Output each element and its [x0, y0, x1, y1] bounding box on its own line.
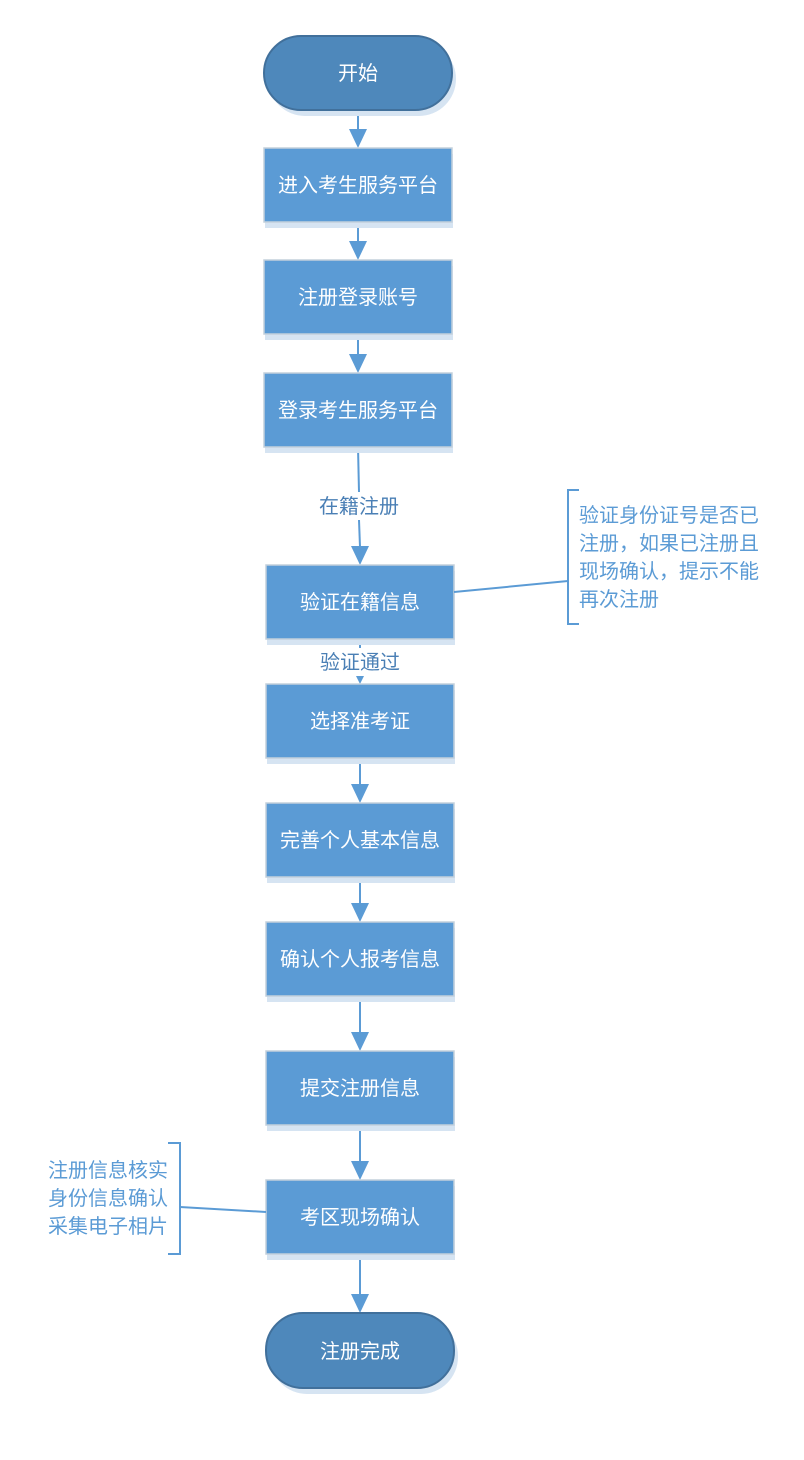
process-step: 提交注册信息: [265, 1050, 455, 1131]
process-step-label: 选择准考证: [310, 709, 410, 733]
process-step-label: 确认个人报考信息: [280, 947, 440, 971]
process-step-label: 注册登录账号: [298, 285, 418, 309]
verify-note-line: 验证身份证号是否已: [579, 503, 759, 527]
verify-note-line: 再次注册: [579, 587, 659, 611]
verify-note-line: 现场确认，提示不能: [579, 559, 759, 583]
process-step-label: 完善个人基本信息: [280, 828, 440, 852]
process-step-label: 登录考生服务平台: [278, 398, 438, 422]
process-step-label: 验证在籍信息: [300, 590, 420, 614]
onsite-note: [168, 1142, 267, 1255]
process-step-label: 考区现场确认: [300, 1205, 420, 1229]
process-step: 登录考生服务平台: [263, 372, 453, 453]
process-step: 注册登录账号: [263, 259, 453, 340]
edge-label-enrolled: 在籍注册: [319, 494, 399, 518]
process-step: 选择准考证: [265, 683, 455, 764]
start-label: 开始: [338, 61, 378, 85]
onsite-note-line: 注册信息核实: [48, 1158, 168, 1182]
arrow: [358, 519, 361, 548]
edge-label-verified: 验证通过: [320, 650, 400, 674]
end-label: 注册完成: [320, 1339, 400, 1363]
process-step: 进入考生服务平台: [263, 147, 453, 228]
process-step-label: 提交注册信息: [300, 1076, 420, 1100]
onsite-note-line: 采集电子相片: [48, 1214, 168, 1238]
process-step: 验证在籍信息: [265, 564, 455, 645]
end-terminal: 注册完成: [265, 1312, 458, 1394]
verify-note: [453, 489, 579, 625]
arrow: [357, 446, 360, 493]
process-step: 完善个人基本信息: [265, 802, 455, 883]
verify-note-line: 注册，如果已注册且: [579, 531, 759, 555]
process-step: 考区现场确认: [265, 1179, 455, 1260]
start-terminal: 开始: [263, 35, 456, 116]
onsite-note-line: 身份信息确认: [48, 1186, 168, 1210]
process-step: 确认个人报考信息: [265, 921, 455, 1002]
process-step-label: 进入考生服务平台: [278, 173, 438, 197]
